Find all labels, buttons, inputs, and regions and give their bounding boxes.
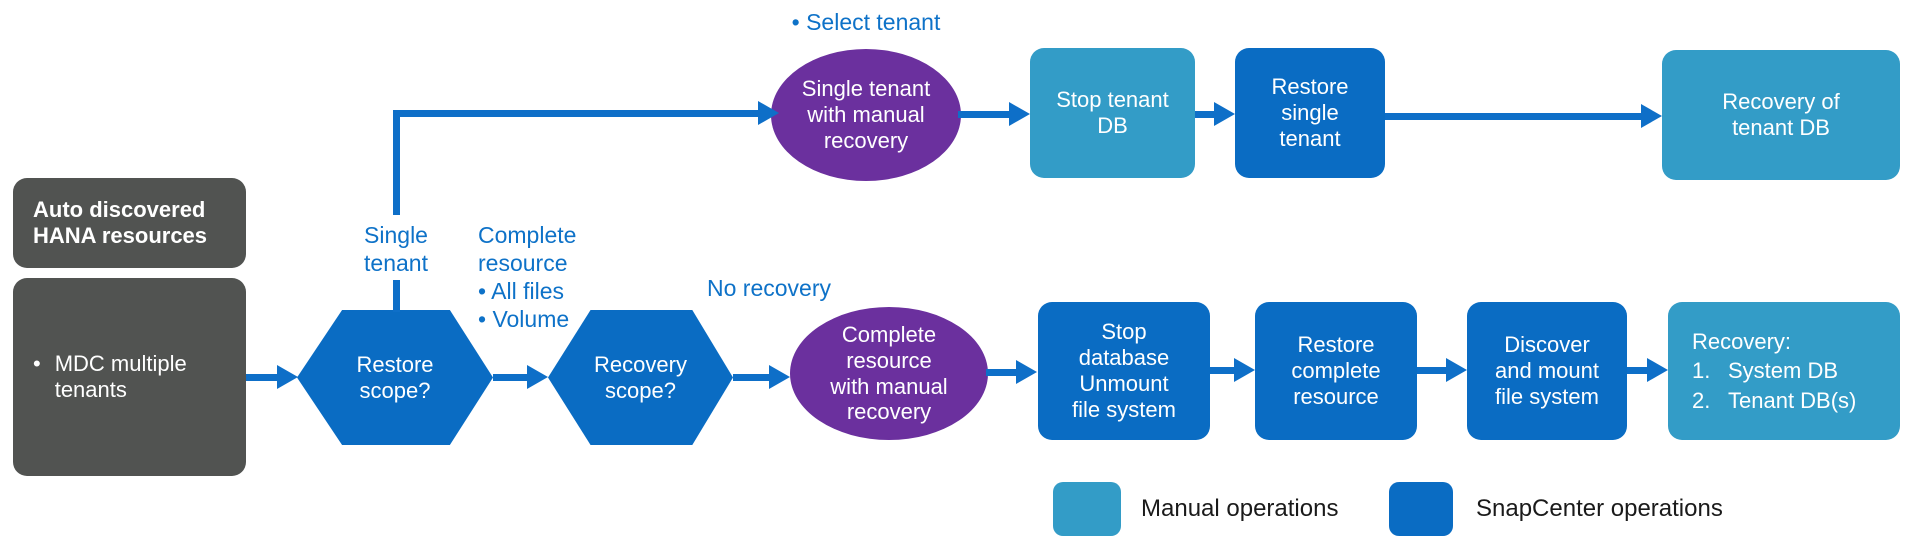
- legend-manual-operations-swatch: [1053, 482, 1121, 536]
- bullet-glyph: •: [33, 351, 41, 377]
- auto-discovered-label: Auto discovered HANA resources: [33, 197, 208, 248]
- branch-option-all-files: • All files: [478, 278, 565, 305]
- discover-and-mount-label: Discover and mount file system: [1495, 332, 1599, 409]
- restore-complete-resource-box: Restore complete resource: [1255, 302, 1417, 440]
- legend-snapcenter-operations-label: SnapCenter operations: [1476, 495, 1723, 522]
- stop-database-unmount-label: Stop database Unmount file system: [1072, 319, 1176, 422]
- arrowhead-discover-to-recovery-final: [1647, 358, 1668, 382]
- restore-complete-resource-label: Restore complete resource: [1291, 332, 1381, 409]
- connector-restore-complete-to-discover: [1417, 367, 1449, 374]
- connector-ellipse-to-stop-tenant: [958, 111, 1012, 118]
- mdc-bullet-item: • MDC multiple tenants: [33, 351, 187, 403]
- recovery-system-tenant-box: Recovery: 1. System DB 2. Tenant DB(s): [1668, 302, 1900, 440]
- single-tenant-manual-recovery-label: Single tenant with manual recovery: [801, 76, 931, 153]
- arrowhead-restore-complete-to-discover: [1446, 358, 1467, 382]
- arrowhead-restore-to-recovery-scope: [527, 365, 548, 389]
- discover-and-mount-box: Discover and mount file system: [1467, 302, 1627, 440]
- stop-tenant-db-label: Stop tenant DB: [1056, 87, 1169, 138]
- restore-scope-decision: Restore scope?: [297, 310, 493, 445]
- connector-discover-to-recovery-final: [1627, 367, 1650, 374]
- mdc-label: MDC multiple tenants: [54, 351, 187, 402]
- select-tenant-note-text: • Select tenant: [791, 9, 941, 35]
- recovery-of-tenant-db-box: Recovery of tenant DB: [1662, 50, 1900, 180]
- connector-stop-database-to-restore-complete: [1210, 367, 1237, 374]
- recovery-of-tenant-db-label: Recovery of tenant DB: [1722, 89, 1840, 140]
- legend-manual-operations-label: Manual operations: [1141, 495, 1339, 522]
- arrowhead-ellipse-to-stop-database: [1016, 360, 1037, 384]
- recovery-final-title: Recovery:: [1692, 329, 1792, 355]
- arrowhead-restore-single-to-recovery: [1641, 104, 1662, 128]
- connector-mdc-to-restore-scope: [246, 374, 280, 381]
- no-recovery-note: No recovery: [707, 275, 831, 301]
- restore-single-tenant-label: Restore single tenant: [1271, 74, 1349, 151]
- legend-snapcenter-operations-swatch: [1389, 482, 1453, 536]
- restore-single-tenant-box: Restore single tenant: [1235, 48, 1385, 178]
- connector-restore-single-to-recovery: [1385, 113, 1643, 120]
- auto-discovered-hana-resources-box: Auto discovered HANA resources: [13, 178, 246, 268]
- connector-single-tenant-vertical-lower: [393, 280, 400, 312]
- branch-option-volume: • Volume: [478, 306, 570, 333]
- connector-stop-tenant-to-restore-single: [1195, 111, 1217, 118]
- complete-resource-manual-recovery-ellipse: Complete resource with manual recovery: [790, 307, 988, 440]
- arrowhead-stop-database-to-restore-complete: [1234, 358, 1255, 382]
- stop-database-unmount-box: Stop database Unmount file system: [1038, 302, 1210, 440]
- restore-scope-label: Restore scope?: [356, 351, 434, 403]
- connector-single-tenant-horizontal: [393, 110, 760, 117]
- recovery-scope-label: Recovery scope?: [594, 351, 687, 403]
- complete-resource-manual-recovery-label: Complete resource with manual recovery: [830, 321, 948, 425]
- recovery-scope-decision: Recovery scope?: [548, 310, 733, 445]
- single-tenant-branch-label: Single tenant: [364, 222, 428, 277]
- connector-restore-to-recovery-scope: [493, 374, 530, 381]
- select-tenant-note: • Select tenant: [771, 8, 961, 36]
- arrowhead-to-single-tenant-ellipse: [758, 101, 779, 125]
- connector-single-tenant-vertical-upper: [393, 110, 400, 215]
- recovery-final-item: 2. Tenant DB(s): [1692, 387, 1857, 413]
- complete-resource-branch-text: Complete resource: [478, 222, 577, 277]
- complete-resource-branch-label: Complete resource • All files • Volume: [478, 221, 648, 333]
- connector-recovery-scope-to-ellipse: [733, 374, 772, 381]
- connector-ellipse-to-stop-database: [986, 369, 1019, 376]
- arrowhead-mdc-to-restore-scope: [277, 365, 298, 389]
- single-tenant-manual-recovery-ellipse: Single tenant with manual recovery: [771, 49, 961, 181]
- arrowhead-ellipse-to-stop-tenant: [1009, 102, 1030, 126]
- mdc-multiple-tenants-box: • MDC multiple tenants: [13, 278, 246, 476]
- arrowhead-recovery-scope-to-ellipse: [769, 365, 790, 389]
- stop-tenant-db-box: Stop tenant DB: [1030, 48, 1195, 178]
- arrowhead-stop-tenant-to-restore-single: [1214, 102, 1235, 126]
- recovery-final-item: 1. System DB: [1692, 358, 1839, 384]
